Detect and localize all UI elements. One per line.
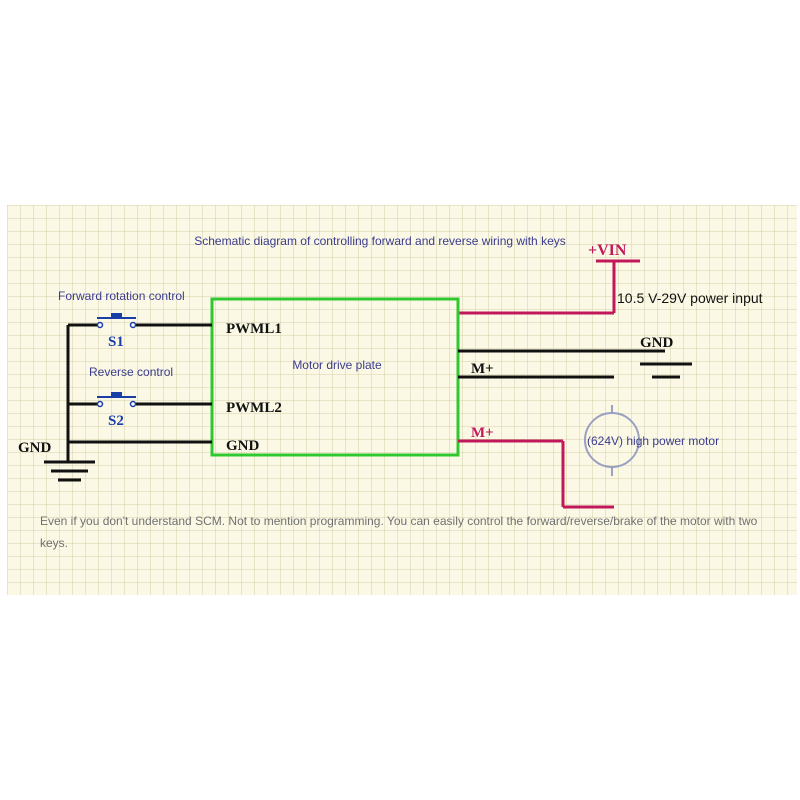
s2-contact-left [96, 400, 104, 408]
s1-button [111, 313, 122, 318]
pin-pwml1: PWML1 [226, 321, 282, 337]
pin-pwml2: PWML2 [226, 400, 282, 416]
reverse-control-label: Reverse control [89, 365, 173, 379]
m-plus-2-label: M+ [471, 425, 494, 441]
gnd-right-label: GND [640, 335, 674, 351]
s2-button [111, 392, 122, 397]
s1-contact-left [96, 321, 104, 329]
s2-label: S2 [108, 413, 124, 429]
s1-contact-right [129, 321, 137, 329]
grid-lines [7, 205, 797, 595]
motor-label: (624V) high power motor [587, 434, 719, 448]
board-label: Motor drive plate [292, 358, 382, 372]
power-input-label: 10.5 V-29V power input [617, 290, 763, 306]
diagram-title: Schematic diagram of controlling forward… [194, 234, 566, 248]
s2-contact-right [129, 400, 137, 408]
s1-label: S1 [108, 334, 124, 350]
vin-label: +VIN [588, 242, 627, 259]
gnd-left-label: GND [18, 440, 52, 456]
footer-caption: Even if you don't understand SCM. Not to… [40, 514, 758, 550]
m-plus-1-label: M+ [471, 361, 494, 377]
forward-control-label: Forward rotation control [58, 289, 185, 303]
pin-gnd: GND [226, 438, 260, 454]
